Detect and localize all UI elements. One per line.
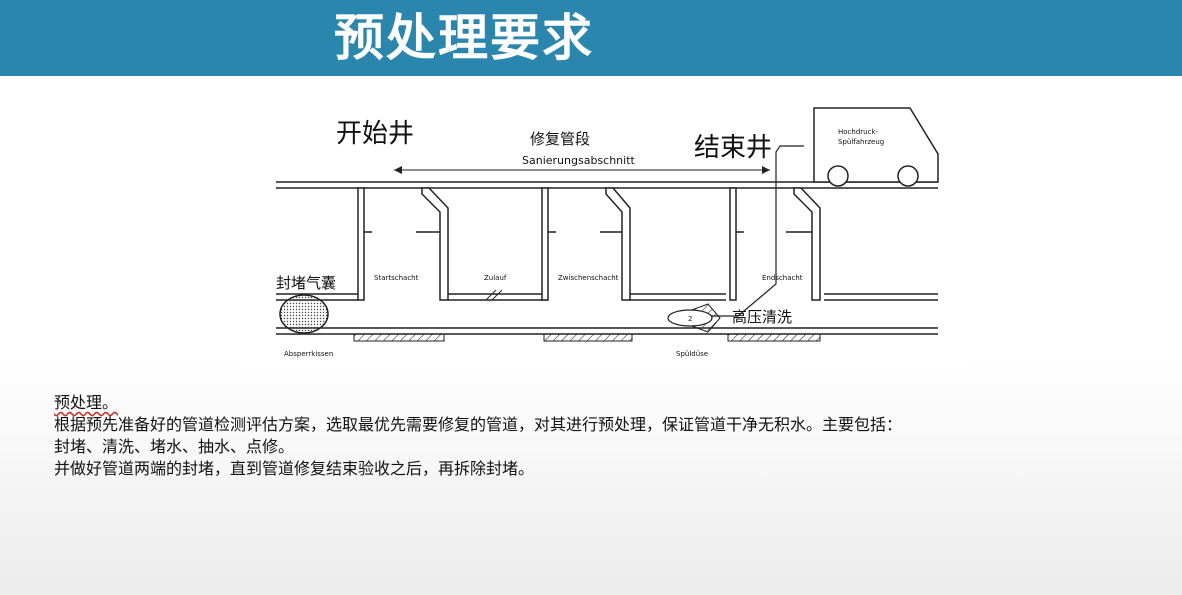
body-paragraph-2: 封堵、清洗、堵水、抽水、点修。 xyxy=(54,437,295,456)
body-paragraph-1: 根据预先准备好的管道检测评估方案，选取最优先需要修复的管道，对其进行预处理，保证… xyxy=(54,415,903,434)
section-arrow xyxy=(394,166,770,174)
nozzle-icon xyxy=(667,309,713,327)
flush-truck-icon xyxy=(813,107,939,187)
body-text: 预处理。 根据预先准备好的管道检测评估方案，选取最优先需要修复的管道，对其进行预… xyxy=(54,392,1164,480)
body-paragraph-3: 并做好管道两端的封堵，直到管道修复结束验收之后，再拆除封堵。 xyxy=(54,459,535,478)
start-shaft xyxy=(357,187,449,301)
airbag-de-label: Absperrkissen xyxy=(284,350,333,358)
diagram-svg: 2 开始井 结束井 修复管段 Sanierungsabschnitt Hochd… xyxy=(276,107,939,358)
header-bar: 预处理要求 xyxy=(0,0,1182,76)
high-pressure-cleaning-label: 高压清洗 xyxy=(732,308,792,326)
page-title: 预处理要求 xyxy=(334,9,594,67)
intermediate-shaft-label: Zwischenschacht xyxy=(558,274,619,282)
pretreatment-heading: 预处理。 xyxy=(54,393,119,412)
section-label-cn: 修复管段 xyxy=(530,130,590,148)
inlet-label: Zulauf xyxy=(484,274,507,282)
sealing-airbag-icon xyxy=(279,294,329,334)
end-shaft-label: Endschacht xyxy=(762,274,803,282)
high-pressure-hose: 2 xyxy=(667,145,804,333)
section-label-de: Sanierungsabschnitt xyxy=(522,154,636,167)
end-well-label: 结束井 xyxy=(694,133,772,163)
main-sewer-pipe xyxy=(276,327,938,342)
intermediate-shaft xyxy=(541,187,631,301)
start-shaft-label: Startschacht xyxy=(374,274,419,282)
sealing-airbag-label: 封堵气囊 xyxy=(276,274,336,292)
upper-pipe xyxy=(276,289,938,301)
start-well-label: 开始井 xyxy=(336,119,414,149)
pipe-rehabilitation-diagram: 2 开始井 结束井 修复管段 Sanierungsabschnitt Hochd… xyxy=(238,104,970,372)
nozzle-label: Spüldüse xyxy=(676,350,708,358)
end-shaft xyxy=(729,187,821,301)
truck-label-line1: Hochdruck- xyxy=(838,128,878,136)
svg-text:2: 2 xyxy=(688,315,692,323)
truck-label-line2: Spülfahrzeug xyxy=(838,138,884,146)
